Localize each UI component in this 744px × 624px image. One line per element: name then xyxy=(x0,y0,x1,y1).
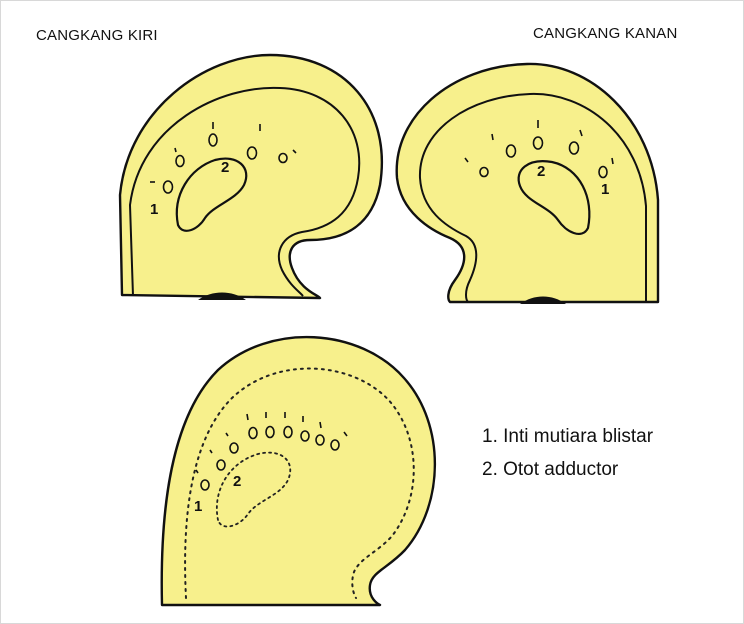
nucleus xyxy=(534,137,543,149)
nucleus xyxy=(279,154,287,163)
nucleus xyxy=(164,181,173,193)
nucleus xyxy=(249,428,257,439)
left-marker-2: 2 xyxy=(221,159,229,176)
left-marker-1: 1 xyxy=(150,201,158,218)
nucleus xyxy=(230,443,238,453)
legend-item-adductor-muscle: 2. Otot adductor xyxy=(482,459,618,481)
left-shell: 1 2 xyxy=(120,55,382,300)
nucleus xyxy=(176,156,184,167)
right-marker-1: 1 xyxy=(601,181,609,198)
bottom-shell: 2 1 xyxy=(162,337,435,605)
right-shell: 2 1 xyxy=(397,64,658,304)
nucleus-mark xyxy=(612,158,613,164)
nucleus-mark xyxy=(492,134,493,140)
nucleus xyxy=(266,427,274,438)
right-marker-2: 2 xyxy=(537,163,545,180)
nucleus xyxy=(301,431,309,441)
nucleus xyxy=(316,435,324,445)
nucleus-mark xyxy=(175,148,176,152)
nucleus-mark xyxy=(320,422,321,428)
nucleus xyxy=(331,440,339,450)
bottom-marker-2: 2 xyxy=(233,473,241,490)
nucleus xyxy=(217,460,225,470)
nucleus xyxy=(248,147,257,159)
left-shell-outline xyxy=(120,55,382,298)
bottom-marker-1: 1 xyxy=(194,498,202,515)
legend-item-pearl-nucleus: 1. Inti mutiara blistar xyxy=(482,426,653,448)
bottom-shell-outline xyxy=(162,337,435,605)
right-shell-outline xyxy=(397,64,658,302)
nucleus xyxy=(209,134,217,146)
nucleus xyxy=(201,480,209,490)
nucleus xyxy=(284,427,292,438)
nucleus xyxy=(507,145,516,157)
nucleus xyxy=(599,167,607,178)
nucleus xyxy=(480,168,488,177)
nucleus-mark xyxy=(247,414,248,420)
nucleus xyxy=(570,142,579,154)
